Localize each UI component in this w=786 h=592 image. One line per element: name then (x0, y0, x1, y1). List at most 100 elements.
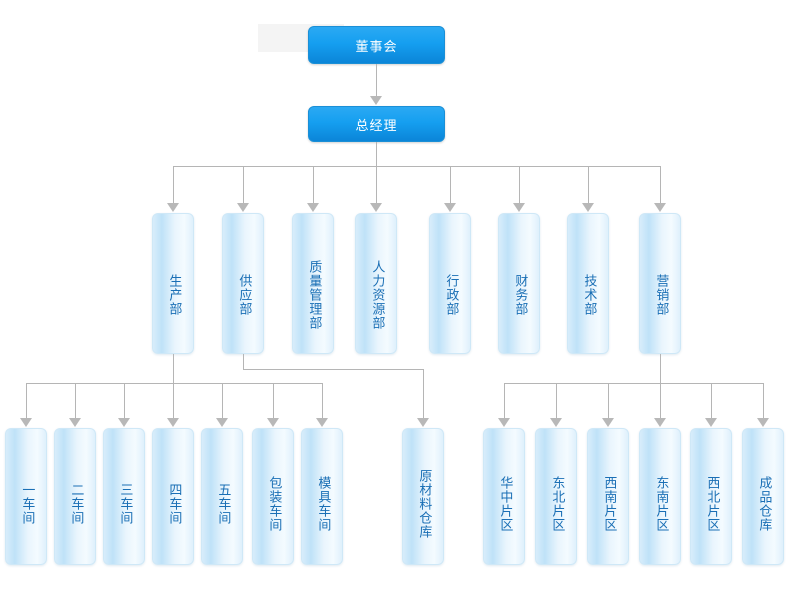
drop-raw-material-warehouse (423, 369, 424, 419)
arrow-head-dept-8 (654, 203, 666, 212)
drop-dept-4 (376, 166, 377, 204)
arrow-head-workshop-2 (69, 418, 81, 427)
drop-region-4 (660, 383, 661, 419)
node-department-administration[interactable]: 行政部 (429, 213, 471, 354)
arrow-head-dept-2 (237, 203, 249, 212)
node-label: 原材料仓库 (416, 468, 432, 539)
drop-workshop-3 (124, 383, 125, 419)
drop-workshop-2 (75, 383, 76, 419)
node-region-northeast[interactable]: 东北片区 (535, 428, 577, 565)
production-bus (26, 383, 322, 384)
drop-workshop-1 (26, 383, 27, 419)
node-label: 行政部 (443, 273, 459, 316)
node-workshop-4[interactable]: 四车间 (152, 428, 194, 565)
department-bus (173, 166, 660, 167)
arrow-head-region-1 (498, 418, 510, 427)
node-label: 五车间 (215, 482, 231, 525)
node-raw-material-warehouse[interactable]: 原材料仓库 (402, 428, 444, 565)
arrow-head-dept-6 (513, 203, 525, 212)
drop-region-1 (504, 383, 505, 419)
node-packaging-workshop[interactable]: 包装车间 (252, 428, 294, 565)
node-label: 华中片区 (497, 475, 513, 532)
node-workshop-2[interactable]: 二车间 (54, 428, 96, 565)
node-region-central-china[interactable]: 华中片区 (483, 428, 525, 565)
drop-dept-2 (243, 166, 244, 204)
node-finished-goods-warehouse[interactable]: 成品仓库 (742, 428, 784, 565)
connector-gm-down (376, 142, 377, 166)
arrow-head-workshop-7 (316, 418, 328, 427)
node-workshop-3[interactable]: 三车间 (103, 428, 145, 565)
connector-marketing-down (660, 354, 661, 383)
drop-workshop-6 (273, 383, 274, 419)
node-general-manager[interactable]: 总经理 (308, 106, 445, 142)
arrow-head-region-5 (705, 418, 717, 427)
node-label: 生产部 (166, 273, 182, 316)
node-label: 西北片区 (704, 475, 720, 532)
node-label: 董事会 (355, 39, 398, 55)
connector-supply-elbow (243, 369, 424, 370)
arrow-head-dept-5 (444, 203, 456, 212)
node-department-finance[interactable]: 财务部 (498, 213, 540, 354)
node-region-southeast[interactable]: 东南片区 (639, 428, 681, 565)
drop-finished-goods-warehouse (763, 383, 764, 419)
arrow-head-workshop-1 (20, 418, 32, 427)
arrow-head-gm (370, 96, 382, 105)
connector-production-down (173, 354, 174, 383)
node-label: 东北片区 (549, 475, 565, 532)
arrow-head-raw-material-warehouse (417, 418, 429, 427)
node-label: 四车间 (166, 482, 182, 525)
arrow-head-workshop-3 (118, 418, 130, 427)
drop-workshop-4 (173, 383, 174, 419)
node-department-quality-management[interactable]: 质量管理部 (292, 213, 334, 354)
node-workshop-1[interactable]: 一车间 (5, 428, 47, 565)
drop-dept-5 (450, 166, 451, 204)
node-department-technology[interactable]: 技术部 (567, 213, 609, 354)
arrow-head-region-4 (654, 418, 666, 427)
node-label: 质量管理部 (306, 259, 322, 330)
node-label: 一车间 (19, 482, 35, 525)
node-mould-workshop[interactable]: 模具车间 (301, 428, 343, 565)
arrow-head-dept-1 (167, 203, 179, 212)
drop-dept-7 (588, 166, 589, 204)
node-label: 总经理 (355, 118, 398, 134)
arrow-head-dept-3 (307, 203, 319, 212)
drop-dept-6 (519, 166, 520, 204)
node-label: 包装车间 (266, 475, 282, 532)
connector-supply-down (243, 354, 244, 369)
drop-region-3 (608, 383, 609, 419)
node-label: 成品仓库 (756, 475, 772, 532)
drop-dept-3 (313, 166, 314, 204)
marketing-bus (504, 383, 763, 384)
node-region-northwest[interactable]: 西北片区 (690, 428, 732, 565)
arrow-head-workshop-6 (267, 418, 279, 427)
node-department-human-resources[interactable]: 人力资源部 (355, 213, 397, 354)
node-department-production[interactable]: 生产部 (152, 213, 194, 354)
node-label: 西南片区 (601, 475, 617, 532)
node-department-supply[interactable]: 供应部 (222, 213, 264, 354)
drop-workshop-5 (222, 383, 223, 419)
node-region-southwest[interactable]: 西南片区 (587, 428, 629, 565)
node-label: 营销部 (653, 273, 669, 316)
node-label: 供应部 (236, 273, 252, 316)
node-workshop-5[interactable]: 五车间 (201, 428, 243, 565)
connector-board-to-gm (376, 64, 377, 97)
node-label: 东南片区 (653, 475, 669, 532)
node-label: 人力资源部 (369, 259, 385, 330)
arrow-head-workshop-4 (167, 418, 179, 427)
arrow-head-finished-goods-warehouse (757, 418, 769, 427)
drop-dept-1 (173, 166, 174, 204)
drop-region-5 (711, 383, 712, 419)
node-label: 模具车间 (315, 475, 331, 532)
arrow-head-workshop-5 (216, 418, 228, 427)
arrow-head-dept-4 (370, 203, 382, 212)
node-board-of-directors[interactable]: 董事会 (308, 26, 445, 64)
drop-workshop-7 (322, 383, 323, 419)
drop-region-2 (556, 383, 557, 419)
node-department-marketing[interactable]: 营销部 (639, 213, 681, 354)
arrow-head-dept-7 (582, 203, 594, 212)
arrow-head-region-2 (550, 418, 562, 427)
node-label: 三车间 (117, 482, 133, 525)
node-label: 技术部 (581, 273, 597, 316)
drop-dept-8 (660, 166, 661, 204)
